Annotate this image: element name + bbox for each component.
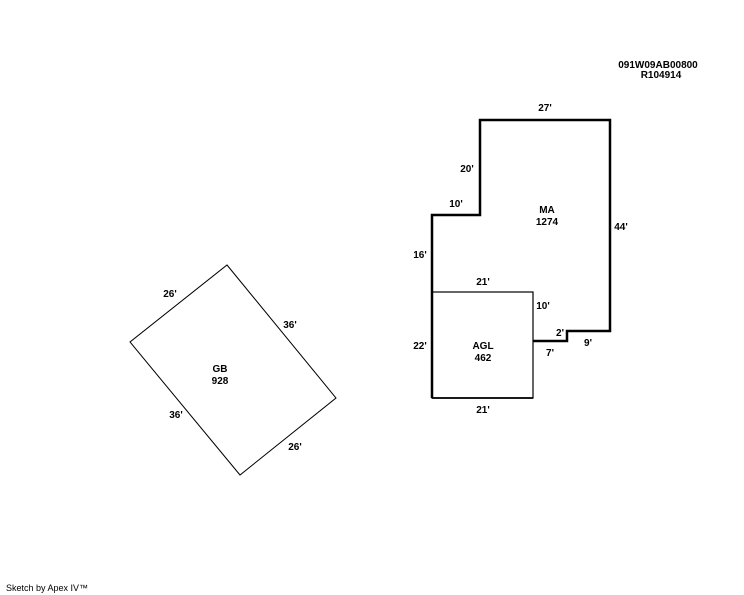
agl-label: AGL	[472, 341, 493, 352]
ma-dim-right: 44'	[614, 222, 628, 233]
ma-label: MA	[539, 205, 555, 216]
ma-dim-left: 16'	[413, 250, 427, 261]
ma-dim-step-rise: 2'	[556, 328, 564, 339]
agl-area: 462	[475, 353, 492, 364]
ma-dim-top: 27'	[538, 103, 552, 114]
sketch-credit: Sketch by Apex IV™	[6, 583, 89, 593]
gb-dim-bottom-right: 26'	[288, 442, 302, 453]
agl-dim-right: 7'	[546, 348, 554, 359]
ma-dim-bottom-step: 9'	[584, 338, 592, 349]
ma-dim-notch-top: 10'	[449, 199, 463, 210]
gb-label: GB	[213, 364, 228, 375]
gb-dim-top-right: 36'	[283, 320, 297, 331]
gb-area: 928	[212, 376, 229, 387]
ma-dim-inner-right: 10'	[536, 301, 550, 312]
agl-dim-left: 22'	[413, 341, 427, 352]
ma-area: 1274	[536, 217, 559, 228]
ma-dim-notch-side: 20'	[460, 164, 474, 175]
record-id: R104914	[641, 70, 682, 81]
gb-dim-bottom-left: 36'	[169, 410, 183, 421]
parcel-id: 091W09AB00800	[618, 60, 698, 71]
gb-outline	[129, 264, 337, 476]
agl-dim-bottom: 21'	[476, 405, 490, 416]
agl-dim-top: 21'	[476, 277, 490, 288]
ma-outline	[430, 118, 612, 343]
gb-dim-top-left: 26'	[163, 289, 177, 300]
